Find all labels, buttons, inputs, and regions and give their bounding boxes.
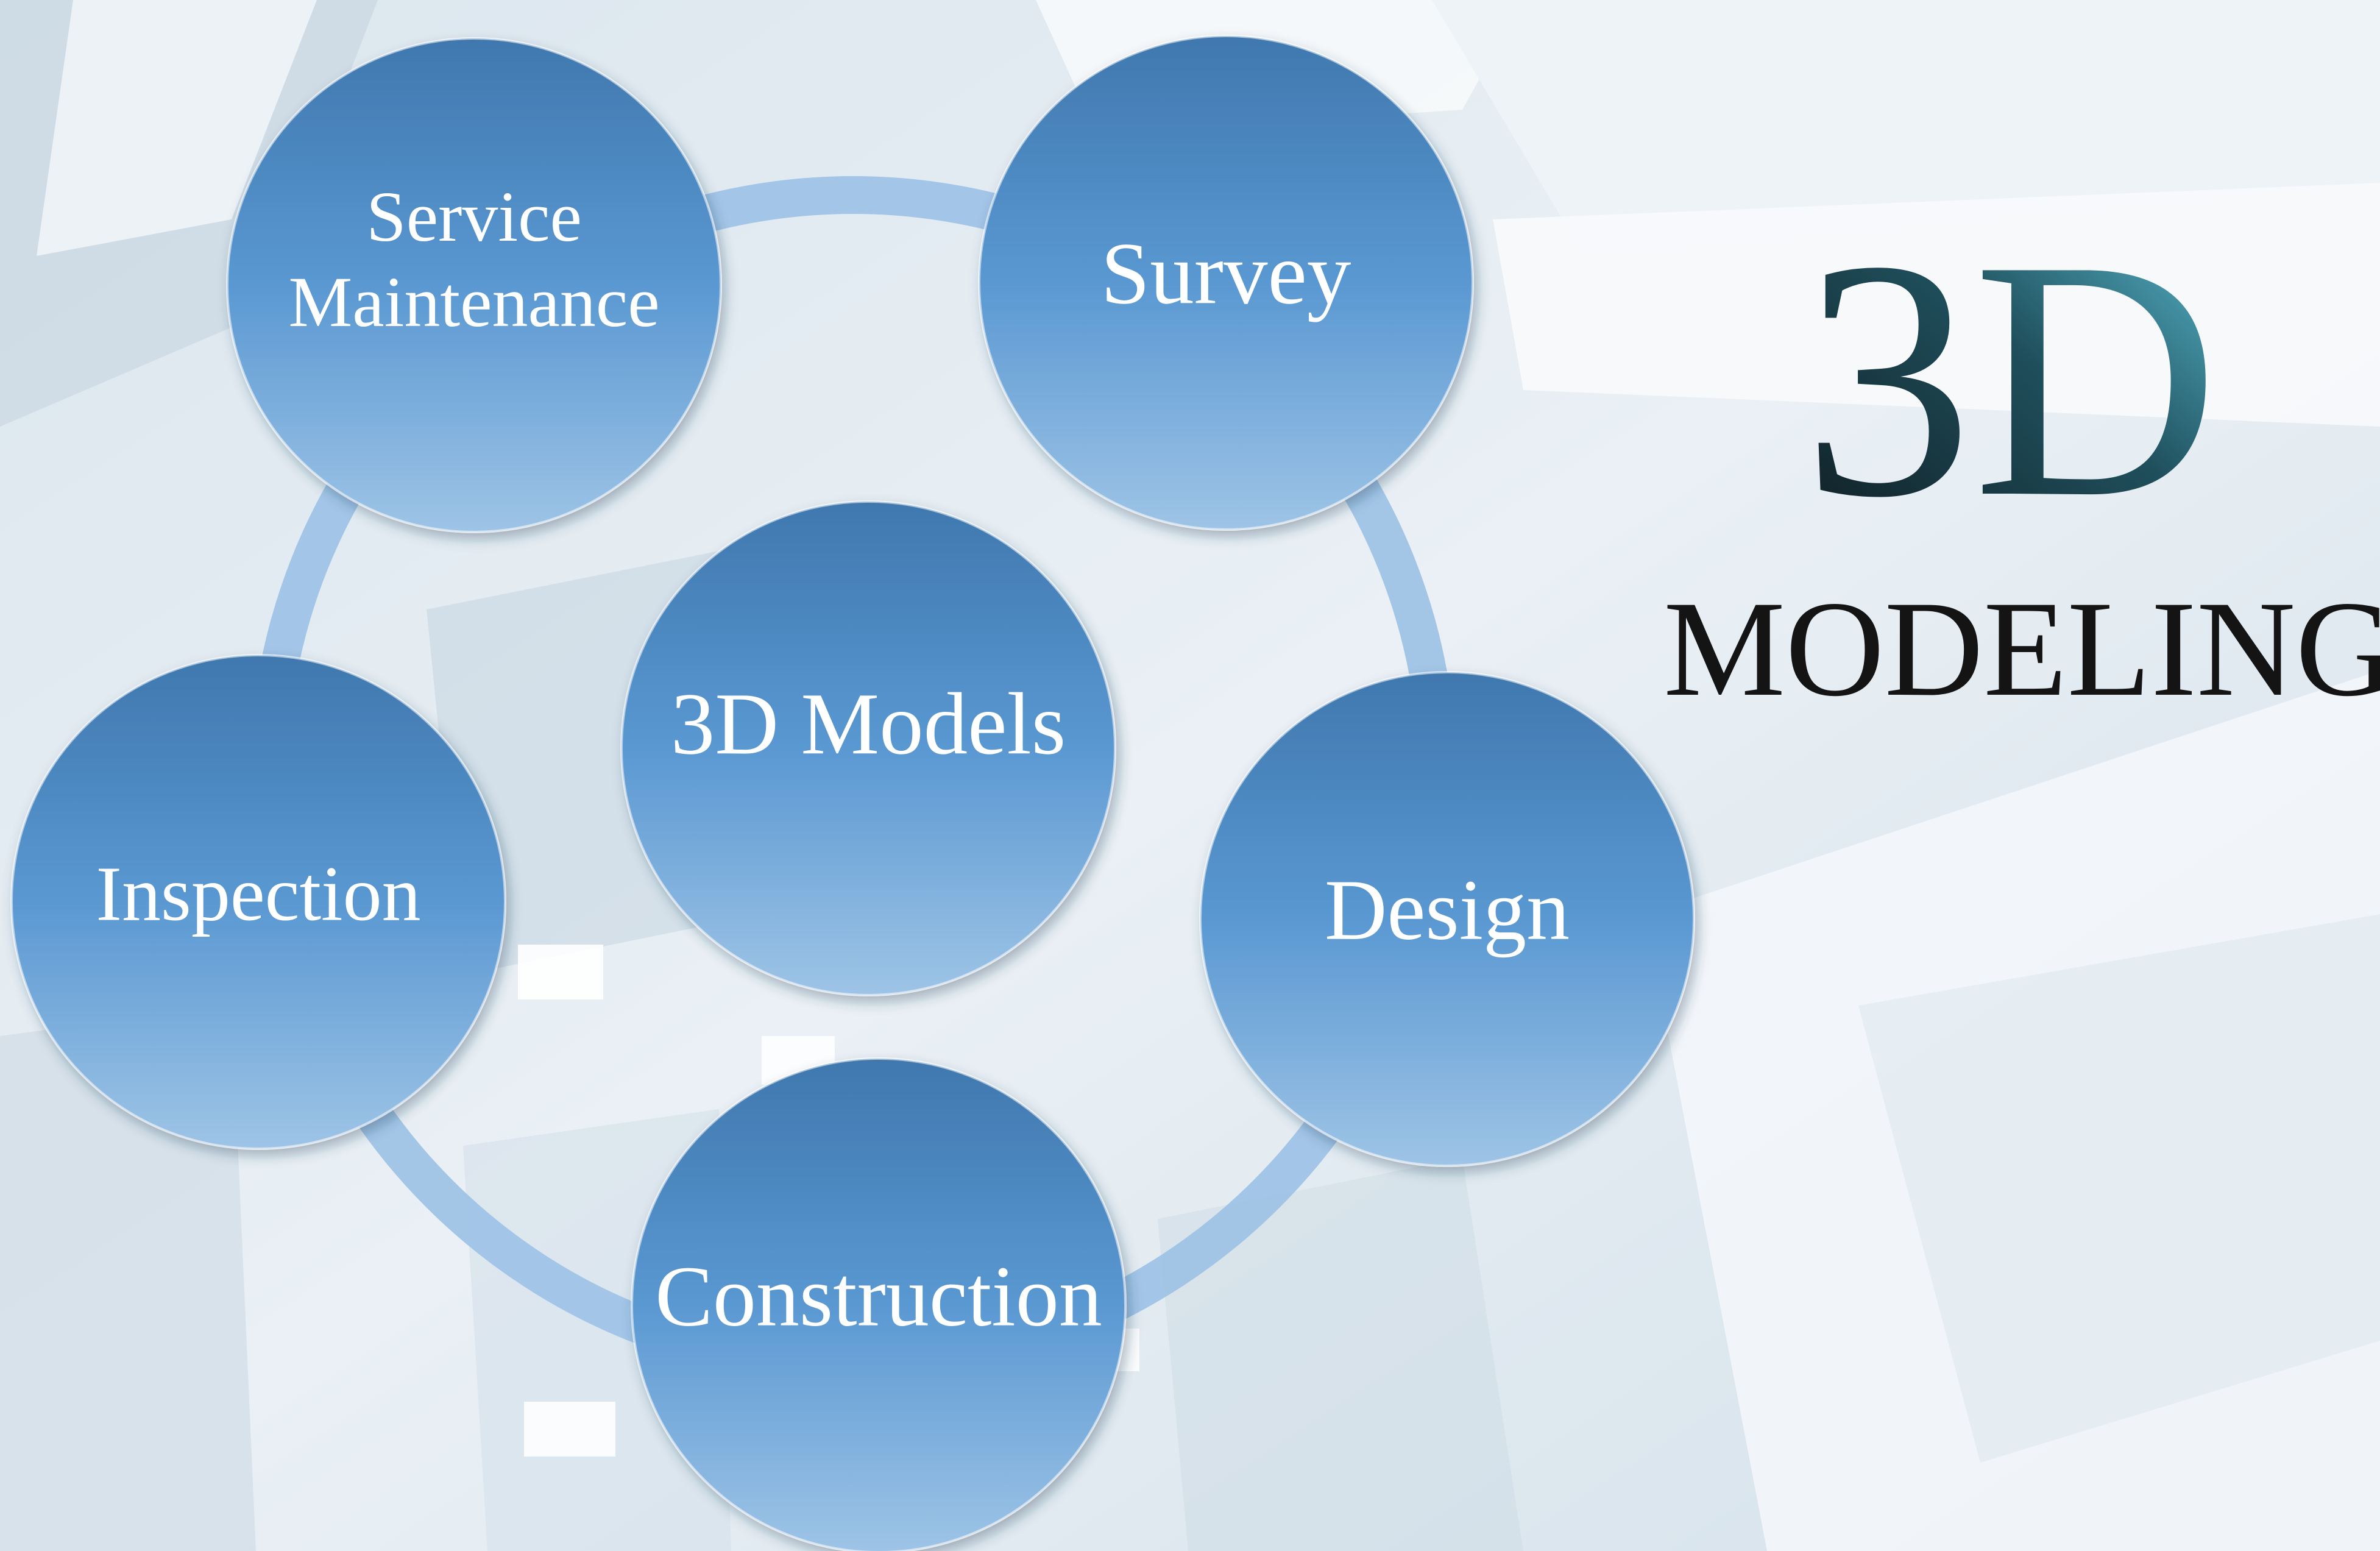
node-circle-survey <box>978 35 1474 531</box>
node-circle-models <box>620 500 1116 996</box>
node-inspection: Inspection <box>10 654 506 1150</box>
node-models: 3D Models <box>620 500 1116 996</box>
node-circle-inspection <box>10 654 506 1150</box>
node-label-construction: Construction <box>655 1248 1102 1344</box>
logo-subtitle: MODELING <box>1663 572 2380 725</box>
node-label-survey: Survey <box>1101 225 1351 322</box>
node-label-design: Design <box>1325 862 1570 958</box>
logo: 3D MODELING <box>1663 190 2380 725</box>
node-label-service-maintenance-line-1: Service <box>366 177 582 257</box>
node-label-inspection: Inspection <box>96 850 420 937</box>
node-circle-construction <box>631 1057 1127 1551</box>
node-circle-service-maintenance <box>226 37 722 533</box>
node-design: Design <box>1199 671 1695 1167</box>
logo-title: 3D <box>1802 190 2219 568</box>
node-circle-design <box>1199 671 1695 1167</box>
node-label-models: 3D Models <box>671 675 1066 773</box>
node-survey: Survey <box>978 35 1474 531</box>
node-construction: Construction <box>631 1057 1127 1551</box>
node-label-service-maintenance-line-2: Maintenance <box>288 262 659 342</box>
